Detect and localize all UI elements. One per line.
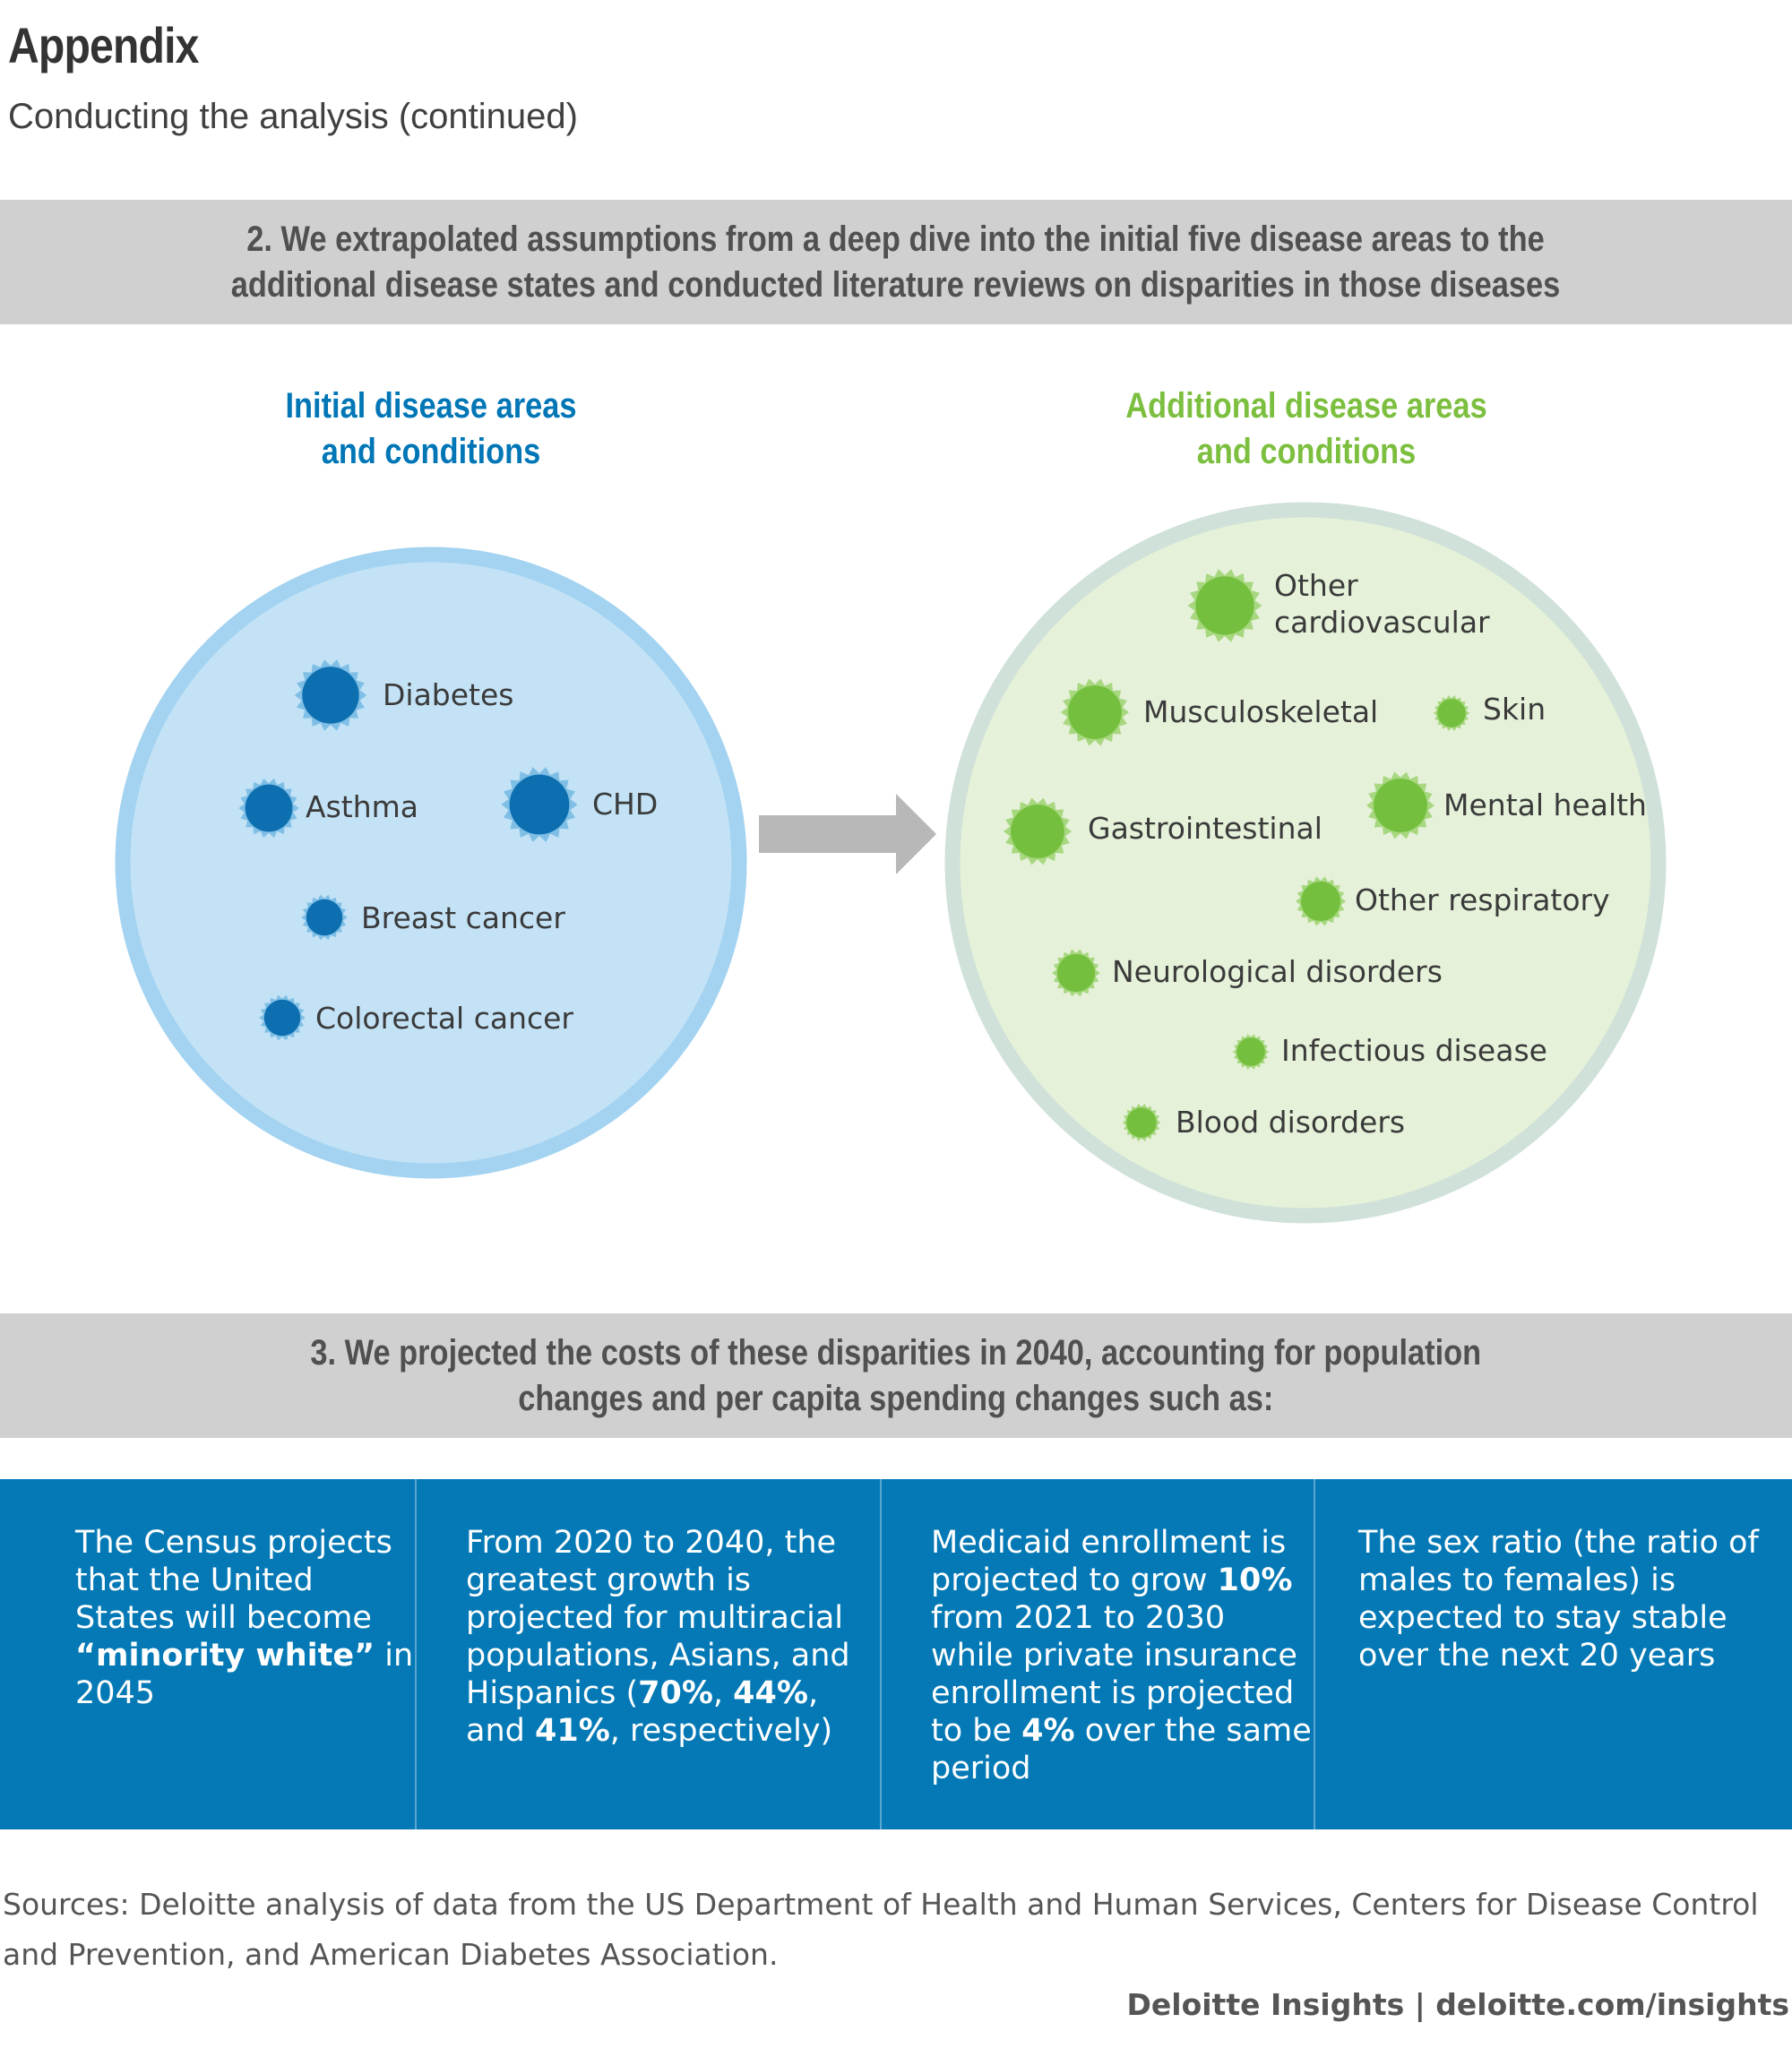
musculoskeletal-marker-icon [1068,685,1122,739]
stat-2-asian-pct: 44% [733,1675,808,1711]
step-2-line-2: additional disease states and conducted … [231,264,1561,305]
stat-sex-ratio: The sex ratio (the ratio of males to fem… [1314,1479,1792,1829]
step-2-line-1: 2. We extrapolated assumptions from a de… [246,219,1546,259]
projection-stats: The Census projects that the United Stat… [0,1479,1792,1829]
additional-item-musculoskeletal: Musculoskeletal [1143,694,1378,729]
stat-population-growth: From 2020 to 2040, the greatest growth i… [415,1479,880,1829]
step-3-banner: 3. We projected the costs of these dispa… [0,1313,1792,1438]
additional-item-cardiovascular: cardiovascular [1274,605,1490,640]
stat-3-text: Medicaid enrollment is projected to grow [931,1525,1287,1598]
skin-marker-icon [1437,699,1466,727]
additional-item-infectious-disease: Infectious disease [1281,1033,1547,1068]
gastrointestinal-marker-icon [1011,805,1064,858]
step-2-banner: 2. We extrapolated assumptions from a de… [0,200,1792,324]
breast-cancer-marker-icon [306,899,343,936]
stat-2-hispanic-pct: 41% [534,1713,610,1749]
additional-item-blood-disorders: Blood disorders [1176,1105,1405,1140]
stat-1-text: The Census projects that the United Stat… [75,1525,392,1636]
additional-item-mental-health: Mental health [1443,788,1647,822]
stat-census-minority-white: The Census projects that the United Stat… [0,1479,415,1829]
step-3-line-1: 3. We projected the costs of these dispa… [310,1332,1482,1373]
additional-areas-circle [944,502,1667,1224]
initial-item-colorectal-cancer: Colorectal cancer [315,1001,573,1036]
additional-heading-line-2: and conditions [1196,432,1417,471]
additional-heading-line-1: Additional disease areas [1125,386,1487,426]
step-3-line-2: changes and per capita spending changes … [518,1378,1274,1418]
initial-item-diabetes: Diabetes [383,677,514,712]
disease-areas-diagram: Diabetes Asthma CHD Breast cancer Colore… [115,502,1667,1224]
stat-3-text-mid: from 2021 to 2030 while private insuranc… [931,1600,1297,1749]
page-title: Appendix [8,17,199,73]
stat-2-text: From 2020 to 2040, the greatest growth i… [466,1525,850,1711]
additional-markers [1003,569,1470,1141]
sources-note: Sources: Deloitte analysis of data from … [3,1887,1759,1972]
footer-brand: Deloitte Insights | deloitte.com/insight… [1126,1987,1789,2022]
additional-item-other-respiratory: Other respiratory [1355,882,1610,917]
page-subtitle: Conducting the analysis (continued) [8,97,578,136]
stat-3-medicaid-pct: 10% [1217,1562,1293,1598]
initial-heading-line-1: Initial disease areas [285,386,577,426]
initial-item-chd: CHD [592,787,658,822]
additional-item-other: Other [1274,568,1358,603]
stat-3-text-end: over the same period [931,1713,1312,1786]
stat-1-bold: “minority white” [75,1638,375,1674]
stat-2-text-end: , respectively) [609,1713,833,1749]
initial-areas-heading: Initial disease areas and conditions [200,383,662,475]
chd-marker-icon [509,774,570,835]
neurological-disorders-marker-icon [1056,953,1096,993]
blood-disorders-marker-icon [1126,1107,1157,1138]
initial-areas-circle [115,547,747,1179]
other-cardiovascular-marker-icon [1195,576,1254,635]
arrow-icon [759,794,936,874]
infectious-disease-marker-icon [1236,1037,1265,1066]
additional-item-gastrointestinal: Gastrointestinal [1088,811,1322,846]
stat-enrollment: Medicaid enrollment is projected to grow… [880,1479,1314,1829]
stat-2-sep-2: , and [466,1675,819,1749]
stat-3-private-pct: 4% [1021,1713,1075,1749]
asthma-marker-icon [245,784,293,832]
stat-4-text: The sex ratio (the ratio of males to fem… [1358,1525,1759,1674]
colorectal-cancer-marker-icon [263,999,301,1037]
initial-item-breast-cancer: Breast cancer [361,900,565,935]
additional-item-skin: Skin [1483,692,1546,727]
additional-item-neurological-disorders: Neurological disorders [1112,954,1443,989]
stat-1-text-end: in 2045 [75,1638,414,1711]
mental-health-marker-icon [1374,779,1427,832]
initial-item-asthma: Asthma [306,789,418,824]
additional-areas-heading: Additional disease areas and conditions [1075,383,1538,475]
stat-2-sep-1: , [712,1675,734,1711]
initial-heading-line-2: and conditions [321,432,541,471]
stat-2-multiracial-pct: 70% [638,1675,713,1711]
initial-markers [238,659,578,1041]
diabetes-marker-icon [302,667,359,724]
other-respiratory-marker-icon [1301,882,1340,921]
